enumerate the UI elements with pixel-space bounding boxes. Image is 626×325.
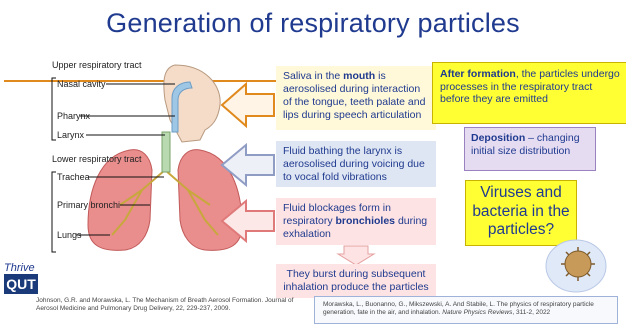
larynx-label: Larynx <box>57 130 84 140</box>
label-brackets <box>52 78 56 252</box>
mouth-text-bold: mouth <box>343 70 375 82</box>
lungs-label: Lungs <box>57 230 82 240</box>
after-text-bold: After formation <box>440 68 516 80</box>
viruses-question-box: Viruses and bacteria in the particles? <box>465 180 577 246</box>
depo-text-bold: Deposition <box>471 132 525 144</box>
larynx-description-box: Fluid bathing the larynx is aerosolised … <box>276 141 436 187</box>
arrow-larynx-icon <box>218 141 276 189</box>
slide-title: Generation of respiratory particles <box>0 8 626 39</box>
after-formation-box: After formation, the particles undergo p… <box>432 62 626 124</box>
pharynx-label: Pharynx <box>57 111 90 121</box>
qut-logo: Thrive QUT <box>4 262 40 302</box>
bronchioles-description-box: Fluid blockages form in respiratory bron… <box>276 198 436 245</box>
ref2-text-italic: Nature Physics Reviews <box>442 309 512 316</box>
lower-tract-label: Lower respiratory tract <box>52 154 142 164</box>
logo-qut-text: QUT <box>4 274 38 294</box>
reference-morawska: Morawska, L., Buonanno, G., Mikszewski, … <box>314 296 618 324</box>
deposition-box: Deposition – changing initial size distr… <box>464 127 596 171</box>
mouth-description-box: Saliva in the mouth is aerosolised durin… <box>276 66 436 130</box>
reference-johnson: Johnson, G.R. and Morawska, L. The Mecha… <box>36 297 306 313</box>
arrow-down-icon <box>336 244 376 266</box>
trachea-shape <box>162 132 170 172</box>
arrow-mouth-icon <box>218 80 276 130</box>
mouth-text-pre: Saliva in the <box>283 70 343 82</box>
burst-description-box: They burst during subsequent inhalation … <box>276 264 436 298</box>
ref2-text-post: , 311-2, 2022 <box>512 309 550 316</box>
bronch-text-bold: bronchioles <box>336 215 396 227</box>
upper-tract-label: Upper respiratory tract <box>52 60 142 70</box>
virus-image <box>544 238 608 294</box>
trachea-label: Trachea <box>57 172 90 182</box>
arrow-bronchioles-icon <box>218 197 276 245</box>
logo-thrive-text: Thrive <box>4 262 35 274</box>
nasal-cavity-label: Nasal cavity <box>57 79 106 89</box>
primary-bronchi-label: Primary bronchi <box>57 200 120 210</box>
